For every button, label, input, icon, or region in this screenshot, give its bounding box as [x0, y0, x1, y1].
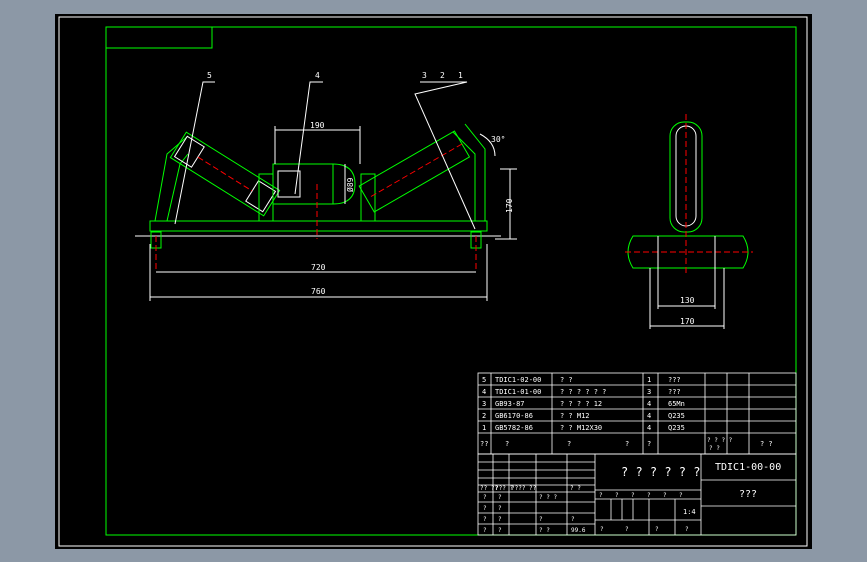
- left-bracket: [154, 135, 189, 222]
- bom-row-4-material: ???: [668, 388, 681, 396]
- bom-row-4-no: 4: [482, 388, 486, 396]
- sign-row-1-a: ?: [483, 494, 487, 501]
- rev-label-1: ?? ??: [480, 485, 498, 492]
- bom-row-2-name: ? ? M12: [560, 412, 590, 420]
- sheet-label-2: ?: [625, 526, 629, 533]
- dim-170: 170: [505, 198, 514, 213]
- stage-label-4: ?: [647, 492, 651, 499]
- sign-row-4-b: ?: [498, 527, 502, 534]
- bom-row-1-no: 1: [482, 424, 486, 432]
- callout-leaders: [174, 81, 476, 230]
- rev-label-3: ???? ??: [511, 485, 537, 492]
- bom-row-1-material: Q235: [668, 424, 685, 432]
- bom-row-4-qty: 3: [647, 388, 651, 396]
- sign-row-4-d: ? ?: [539, 527, 550, 534]
- stage-label-3: ?: [631, 492, 635, 499]
- dim-diameter: Ø89: [345, 177, 355, 192]
- bom-row-4-name: ? ? ? ? ? ?: [560, 388, 606, 396]
- dim-760: 760: [311, 287, 326, 296]
- bom-row-1-code: GB5782-86: [495, 424, 533, 432]
- callout-1: 1: [458, 71, 463, 80]
- sign-row-3-b: ?: [498, 516, 502, 523]
- title-block: [477, 453, 797, 536]
- bom-header-extra1: ? ? ? ?: [707, 437, 733, 444]
- bom-header-code: ?: [505, 440, 509, 448]
- bom-row-2-material: Q235: [668, 412, 685, 420]
- callout-5: 5: [207, 71, 212, 80]
- sign-row-2-a: ?: [483, 505, 487, 512]
- left-roller: [169, 131, 281, 217]
- outer-frame: [58, 16, 808, 547]
- callout-4: 4: [315, 71, 320, 80]
- sign-row-4-a: ?: [483, 527, 487, 534]
- rev-label-2: ??? ?: [495, 485, 513, 492]
- base-plate: [149, 220, 488, 232]
- inner-frame: [105, 26, 797, 536]
- dim-190: 190: [310, 121, 325, 130]
- bom-header-material: ?: [647, 440, 651, 448]
- sheet-label-3: ?: [655, 526, 659, 533]
- corner-label-box: [105, 26, 213, 49]
- right-center-stand: [360, 173, 376, 222]
- sign-row-2-b: ?: [498, 505, 502, 512]
- bom-row-1-qty: 4: [647, 424, 651, 432]
- side-dim-130: 130: [680, 296, 695, 305]
- bom-row-3-name: ? ? ? ? 12: [560, 400, 602, 408]
- company-name: ???: [739, 489, 757, 500]
- dim-angle: 30°: [491, 135, 505, 144]
- drawing-title: ? ? ? ? ? ?: [621, 465, 700, 479]
- bom-header-qty: ?: [625, 440, 629, 448]
- rev-label-4: ? ?: [570, 485, 581, 492]
- bom-row-5-code: TDIC1-02-00: [495, 376, 541, 384]
- bom-row-1-name: ? ? M12X30: [560, 424, 602, 432]
- bom-row-5-material: ???: [668, 376, 681, 384]
- side-view: [625, 114, 753, 329]
- callout-3: 3: [422, 71, 427, 80]
- stage-label-2: ?: [615, 492, 619, 499]
- stage-label-6: ?: [679, 492, 683, 499]
- bom-header-no: ??: [480, 440, 488, 448]
- stage-label-5: ?: [663, 492, 667, 499]
- front-view: [135, 123, 501, 272]
- stage-label-1: ?: [599, 492, 603, 499]
- center-roller: [272, 163, 334, 205]
- drawing-canvas: 5 4 3 2 1 190 30° Ø89 170 720 760 130 17…: [58, 16, 808, 547]
- side-dim-170: 170: [680, 317, 695, 326]
- cad-viewport[interactable]: 5 4 3 2 1 190 30° Ø89 170 720 760 130 17…: [55, 14, 812, 549]
- sign-row-3-e: ?: [571, 516, 575, 523]
- bom-row-3-code: GB93-87: [495, 400, 525, 408]
- callout-2: 2: [440, 71, 445, 80]
- bom-row-4-code: TDIC1-01-00: [495, 388, 541, 396]
- sign-row-1-b: ?: [498, 494, 502, 501]
- sheet-label-4: ?: [685, 526, 689, 533]
- bom-row-5-no: 5: [482, 376, 486, 384]
- bom-row-2-code: GB6170-86: [495, 412, 533, 420]
- bom-header-remark: ? ?: [760, 440, 773, 448]
- bom-header-name: ?: [567, 440, 571, 448]
- bom-row-2-qty: 4: [647, 412, 651, 420]
- sheet-label-1: ?: [600, 526, 604, 533]
- sign-row-3-a: ?: [483, 516, 487, 523]
- bom-table: [477, 372, 797, 455]
- weight-value: 99.6: [571, 527, 586, 534]
- side-base: [627, 235, 749, 269]
- bom-row-5-qty: 1: [647, 376, 651, 384]
- right-roller: [358, 130, 471, 213]
- bom-row-3-no: 3: [482, 400, 486, 408]
- bom-row-3-material: 65Mn: [668, 400, 685, 408]
- drawing-scale: 1:4: [683, 508, 696, 516]
- sign-row-1-d: ? ? ?: [539, 494, 557, 501]
- dim-720: 720: [311, 263, 326, 272]
- bom-row-3-qty: 4: [647, 400, 651, 408]
- drawing-number: TDIC1-00-00: [715, 462, 781, 473]
- bom-header-extra2: ? ?: [709, 445, 720, 452]
- bom-row-5-name: ? ?: [560, 376, 573, 384]
- right-bracket: [452, 131, 476, 221]
- sign-row-3-d: ?: [539, 516, 543, 523]
- front-dimensions: [149, 126, 517, 301]
- bom-row-2-no: 2: [482, 412, 486, 420]
